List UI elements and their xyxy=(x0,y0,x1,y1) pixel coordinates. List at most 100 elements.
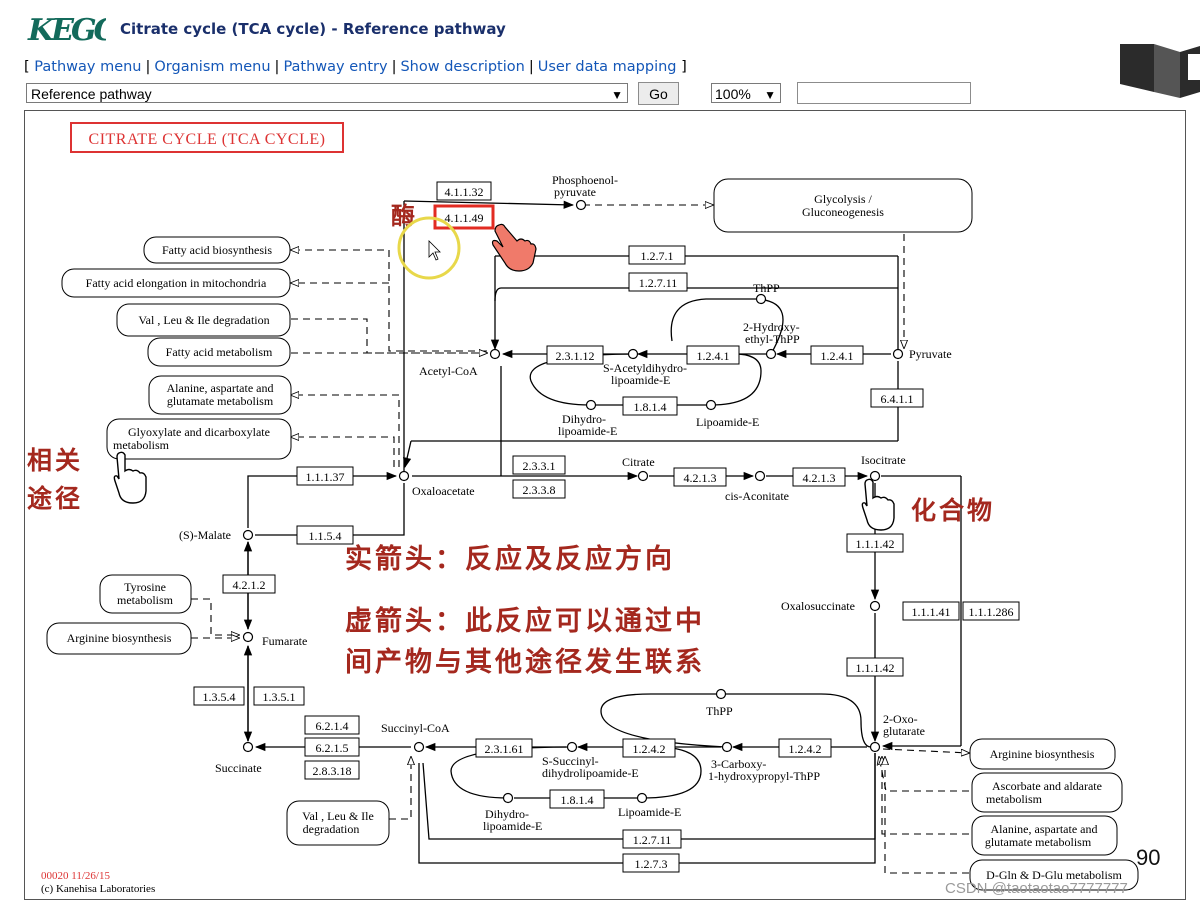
compound-node[interactable] xyxy=(489,348,501,360)
compound-label-carboxy: 1-hydroxypropyl-ThPP xyxy=(708,769,820,783)
nav-link-pathway-entry[interactable]: Pathway entry xyxy=(283,59,388,75)
compound-node[interactable] xyxy=(242,741,254,753)
enzyme-box-1.2.7.11[interactable]: 1.2.7.11 xyxy=(622,829,682,849)
organism-select[interactable]: Reference pathway ▼ xyxy=(26,83,628,103)
svg-text:4.1.1.49: 4.1.1.49 xyxy=(445,211,484,225)
enzyme-box-4.1.1.49[interactable]: 4.1.1.49 xyxy=(433,204,495,230)
compound-node[interactable] xyxy=(755,293,767,305)
nav-link-organism-menu[interactable]: Organism menu xyxy=(154,59,271,75)
compound-label-lipoamide-bottom: Lipoamide-E xyxy=(618,805,681,819)
compound-node[interactable] xyxy=(585,399,597,411)
enzyme-box-4.2.1.2[interactable]: 4.2.1.2 xyxy=(222,574,276,594)
enzyme-box-1.2.4.1[interactable]: 1.2.4.1 xyxy=(686,345,740,365)
enzyme-box-1.2.4.2[interactable]: 1.2.4.2 xyxy=(622,738,676,758)
enzyme-box-4.2.1.3[interactable]: 4.2.1.3 xyxy=(673,467,727,487)
chevron-down-icon: ▼ xyxy=(764,88,776,102)
svg-text:metabolism: metabolism xyxy=(113,438,170,452)
pathway-box-fatty-acid-elongation[interactable]: Fatty acid elongation in mitochondria xyxy=(61,268,291,298)
enzyme-box-1.2.4.2[interactable]: 1.2.4.2 xyxy=(778,738,832,758)
pathway-box-arginine-biosynthesis[interactable]: Arginine biosynthesis xyxy=(46,622,192,655)
enzyme-box-1.1.1.41[interactable]: 1.1.1.41 xyxy=(902,601,960,621)
watermark: CSDN @taotaotao7777777 xyxy=(945,880,1128,897)
enzyme-box-4.2.1.3[interactable]: 4.2.1.3 xyxy=(792,467,846,487)
nav-link-pathway-menu[interactable]: Pathway menu xyxy=(34,59,142,75)
enzyme-box-1.1.1.42[interactable]: 1.1.1.42 xyxy=(846,657,904,677)
enzyme-box-1.3.5.1[interactable]: 1.3.5.1 xyxy=(253,686,305,706)
svg-text:6.2.1.4: 6.2.1.4 xyxy=(316,719,349,733)
compound-node[interactable] xyxy=(636,792,648,804)
pathway-box-fatty-acid-biosynthesis[interactable]: Fatty acid biosynthesis xyxy=(143,236,291,264)
enzyme-box-1.8.1.4[interactable]: 1.8.1.4 xyxy=(549,789,605,809)
enzyme-box-1.1.1.37[interactable]: 1.1.1.37 xyxy=(296,466,354,486)
enzyme-box-1.2.4.1[interactable]: 1.2.4.1 xyxy=(810,345,864,365)
compound-node[interactable] xyxy=(869,600,881,612)
svg-text:Arginine biosynthesis: Arginine biosynthesis xyxy=(67,631,172,645)
compound-node[interactable] xyxy=(869,470,881,482)
enzyme-box-2.3.3.1[interactable]: 2.3.3.1 xyxy=(512,455,566,475)
go-button[interactable]: Go xyxy=(638,82,679,105)
enzyme-box-1.2.7.1[interactable]: 1.2.7.1 xyxy=(628,245,686,265)
compound-node[interactable] xyxy=(413,741,425,753)
enzyme-box-4.1.1.32[interactable]: 4.1.1.32 xyxy=(436,181,492,201)
mouse-pointer-icon xyxy=(428,240,441,261)
compound-label-2-oxoglutarate: glutarate xyxy=(883,724,925,738)
enzyme-box-2.8.3.18[interactable]: 2.8.3.18 xyxy=(304,760,360,780)
svg-text:2.3.1.12: 2.3.1.12 xyxy=(556,349,595,363)
compound-node[interactable] xyxy=(502,792,514,804)
svg-text:2.3.1.61: 2.3.1.61 xyxy=(485,742,524,756)
enzyme-box-1.1.1.42[interactable]: 1.1.1.42 xyxy=(846,533,904,553)
compound-node[interactable] xyxy=(637,470,649,482)
enzyme-box-1.2.7.11[interactable]: 1.2.7.11 xyxy=(628,272,688,292)
enzyme-box-1.8.1.4[interactable]: 1.8.1.4 xyxy=(622,396,678,416)
compound-node[interactable] xyxy=(715,688,727,700)
compound-node[interactable] xyxy=(754,470,766,482)
compound-node[interactable] xyxy=(765,348,777,360)
enzyme-box-1.3.5.4[interactable]: 1.3.5.4 xyxy=(193,686,245,706)
enzyme-box-2.3.3.8[interactable]: 2.3.3.8 xyxy=(512,479,566,499)
enzyme-box-6.2.1.4[interactable]: 6.2.1.4 xyxy=(304,715,360,735)
enzyme-box-2.3.1.12[interactable]: 2.3.1.12 xyxy=(546,345,604,365)
enzyme-box-6.2.1.5[interactable]: 6.2.1.5 xyxy=(304,737,360,757)
svg-text:1.1.1.286: 1.1.1.286 xyxy=(969,605,1014,619)
enzyme-box-2.3.1.61[interactable]: 2.3.1.61 xyxy=(475,738,533,758)
compound-node[interactable] xyxy=(892,348,904,360)
svg-text:Fatty acid elongation in mitoc: Fatty acid elongation in mitochondria xyxy=(86,276,267,290)
pathway-box-glycolysis[interactable]: Glycolysis /Gluconeogenesis xyxy=(713,178,973,233)
compound-node[interactable] xyxy=(398,470,410,482)
pathway-box-val-leu-ile-degradation[interactable]: Val , Leu & Ile degradation xyxy=(116,303,291,337)
enzyme-box-1.2.7.3[interactable]: 1.2.7.3 xyxy=(622,853,680,873)
nav-link-user-data-mapping[interactable]: User data mapping xyxy=(537,59,677,75)
hand-pointer-icon xyxy=(861,478,895,531)
compound-label-lipoamide: Lipoamide-E xyxy=(696,415,759,429)
pathway-box-d-gln-d-glu[interactable]: D-Gln & D-Glu metabolism xyxy=(969,859,1139,891)
compound-node[interactable] xyxy=(242,631,254,643)
compound-node[interactable] xyxy=(566,741,578,753)
compound-node[interactable] xyxy=(869,741,881,753)
pathway-nav: [ Pathway menu|Organism menu|Pathway ent… xyxy=(24,59,687,75)
nav-link-show-description[interactable]: Show description xyxy=(400,59,525,75)
compound-node[interactable] xyxy=(627,348,639,360)
enzyme-box-1.1.1.286[interactable]: 1.1.1.286 xyxy=(962,601,1020,621)
pathway-box-arginine-biosynthesis[interactable]: Arginine biosynthesis xyxy=(969,738,1116,770)
enzyme-box-6.4.1.1[interactable]: 6.4.1.1 xyxy=(870,388,924,408)
pathway-map: CITRATE CYCLE (TCA CYCLE) xyxy=(27,122,1139,895)
pathway-box-fatty-acid-metabolism[interactable]: Fatty acid metabolism xyxy=(147,337,291,367)
dashed-arrow-note: 虚箭头：此反应可以通过中 xyxy=(345,605,705,637)
svg-text:metabolism: metabolism xyxy=(117,593,174,607)
zoom-select[interactable]: 100% ▼ xyxy=(711,83,781,103)
enzyme-box-1.1.5.4[interactable]: 1.1.5.4 xyxy=(296,525,354,545)
compound-node[interactable] xyxy=(705,399,717,411)
map-title-box xyxy=(70,122,344,153)
compound-node[interactable] xyxy=(721,741,733,753)
search-input[interactable] xyxy=(797,82,971,104)
compound-label-pep: pyruvate xyxy=(554,185,596,199)
svg-text:1.3.5.1: 1.3.5.1 xyxy=(263,690,296,704)
compound-node[interactable] xyxy=(242,529,254,541)
compound-node[interactable] xyxy=(575,199,587,211)
